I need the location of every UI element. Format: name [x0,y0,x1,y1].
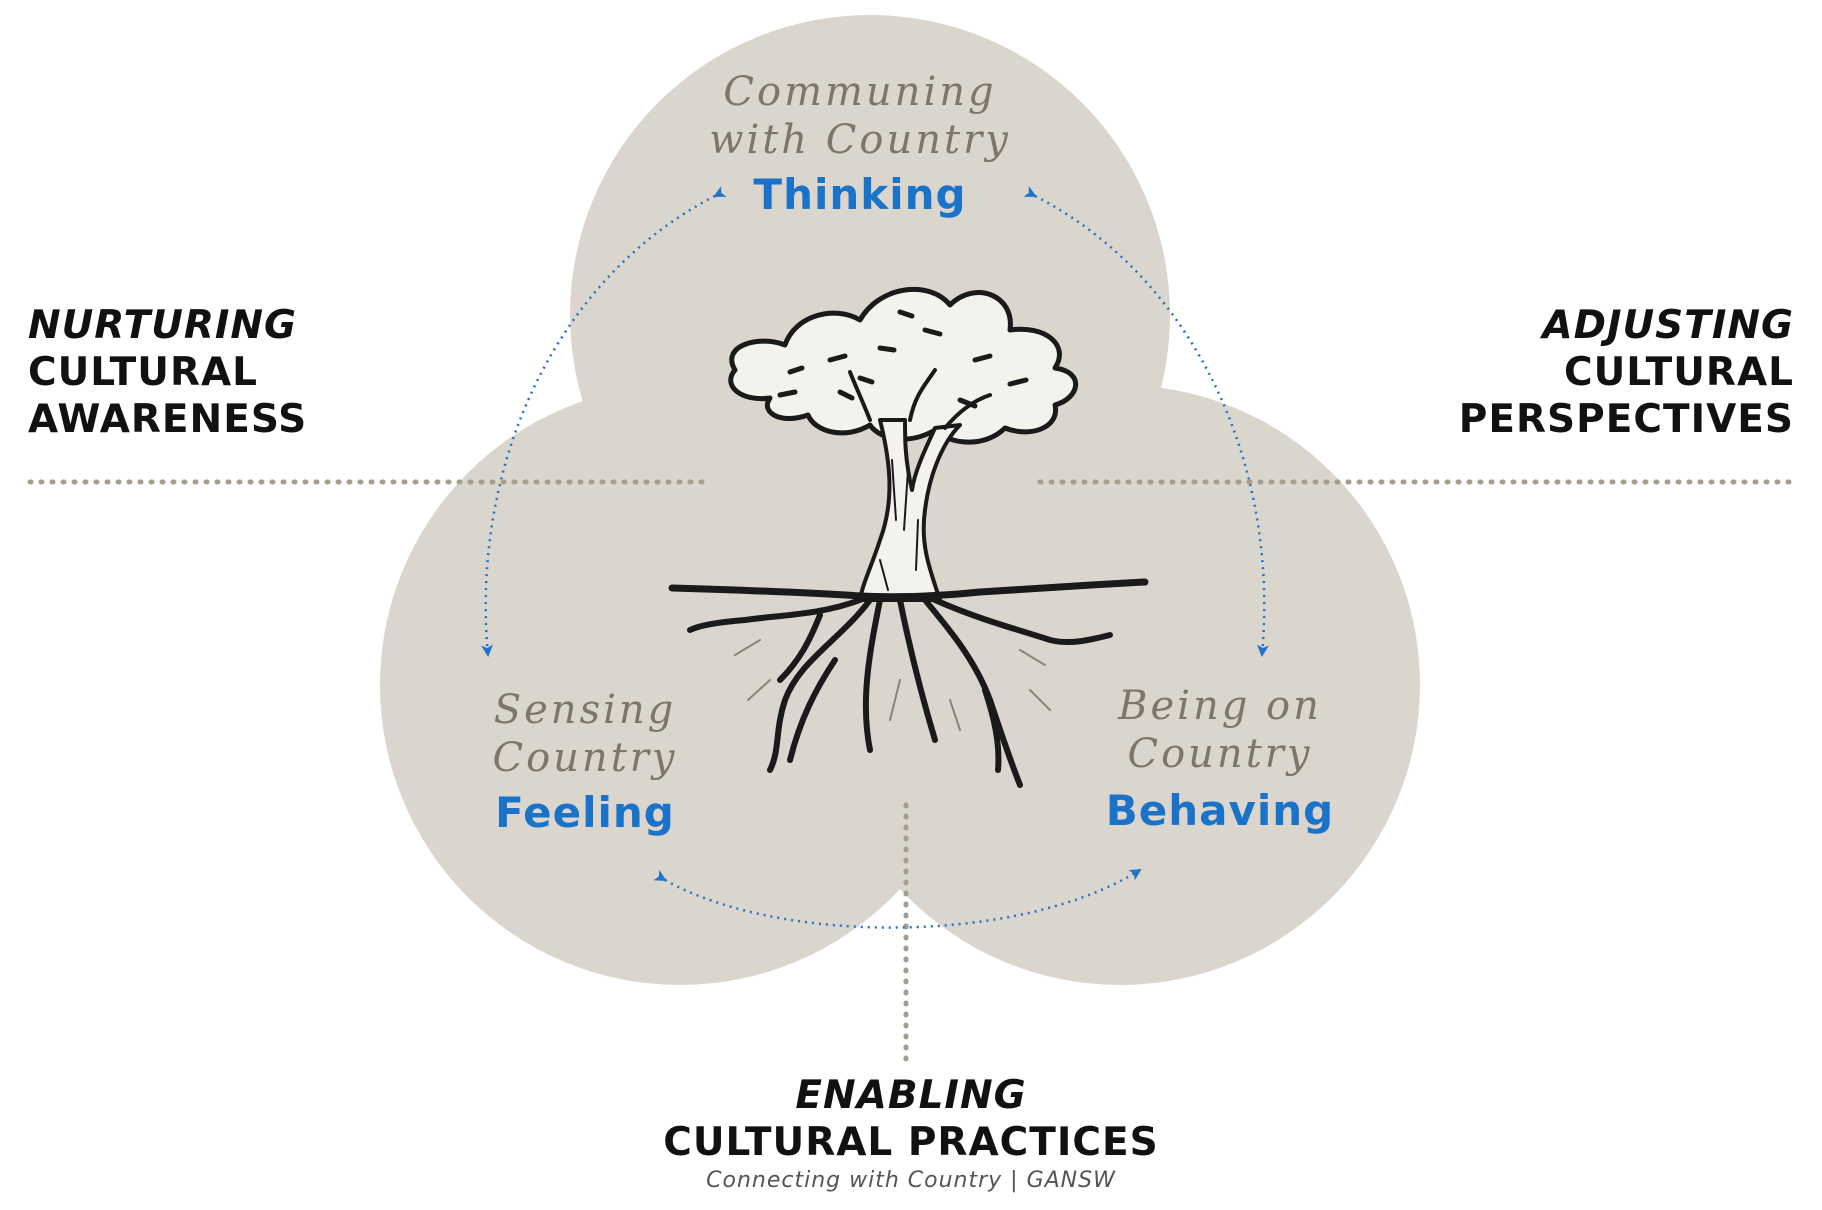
circle-behaving [820,385,1420,985]
trunk-branches [848,368,992,430]
thinking-script-line1: Communing [723,69,997,115]
label-adjusting-cultural-perspectives: ADJUSTING CULTURAL PERSPECTIVES [1459,302,1794,443]
label-right-emphasis: ADJUSTING [1542,303,1794,348]
canopy-marks [777,309,1029,409]
circle-behaving-script: Being on Country [1050,682,1390,778]
behaving-script-line1: Being on [1118,683,1322,729]
thinking-script-line2: with Country [709,117,1011,163]
label-left-line3: AWARENESS [28,397,308,442]
figure-caption: Connecting with Country | GANSW [706,1168,1116,1193]
arrow-thinking-feeling [481,186,727,657]
root-hairs [734,639,1051,731]
circle-thinking-script: Communing with Country [640,68,1080,164]
label-bottom-line2: CULTURAL PRACTICES [663,1120,1159,1165]
label-right-line2: CULTURAL [1563,350,1794,395]
label-enabling-cultural-practices: ENABLING CULTURAL PRACTICES [0,1072,1822,1166]
keyword-thinking: Thinking [753,170,967,219]
tree-illustration [668,286,1149,788]
label-bottom-emphasis: ENABLING [795,1073,1027,1118]
keyword-behaving: Behaving [1105,786,1335,835]
feeling-script-line2: Country [492,735,678,781]
circle-feeling-script: Sensing Country [420,686,750,782]
keyword-feeling: Feeling [495,788,675,837]
label-left-line2: CULTURAL [28,350,259,395]
label-left-emphasis: NURTURING [28,303,298,348]
behaving-script-line2: Country [1127,731,1313,777]
cycle-arrows [481,186,1269,929]
tree-trunk [858,418,962,602]
feeling-script-line1: Sensing [493,687,677,733]
trunk-texture [879,459,919,591]
label-nurturing-cultural-awareness: NURTURING CULTURAL AWARENESS [28,302,307,443]
label-right-line3: PERSPECTIVES [1458,397,1794,442]
arrow-thinking-behaving [1023,186,1269,657]
